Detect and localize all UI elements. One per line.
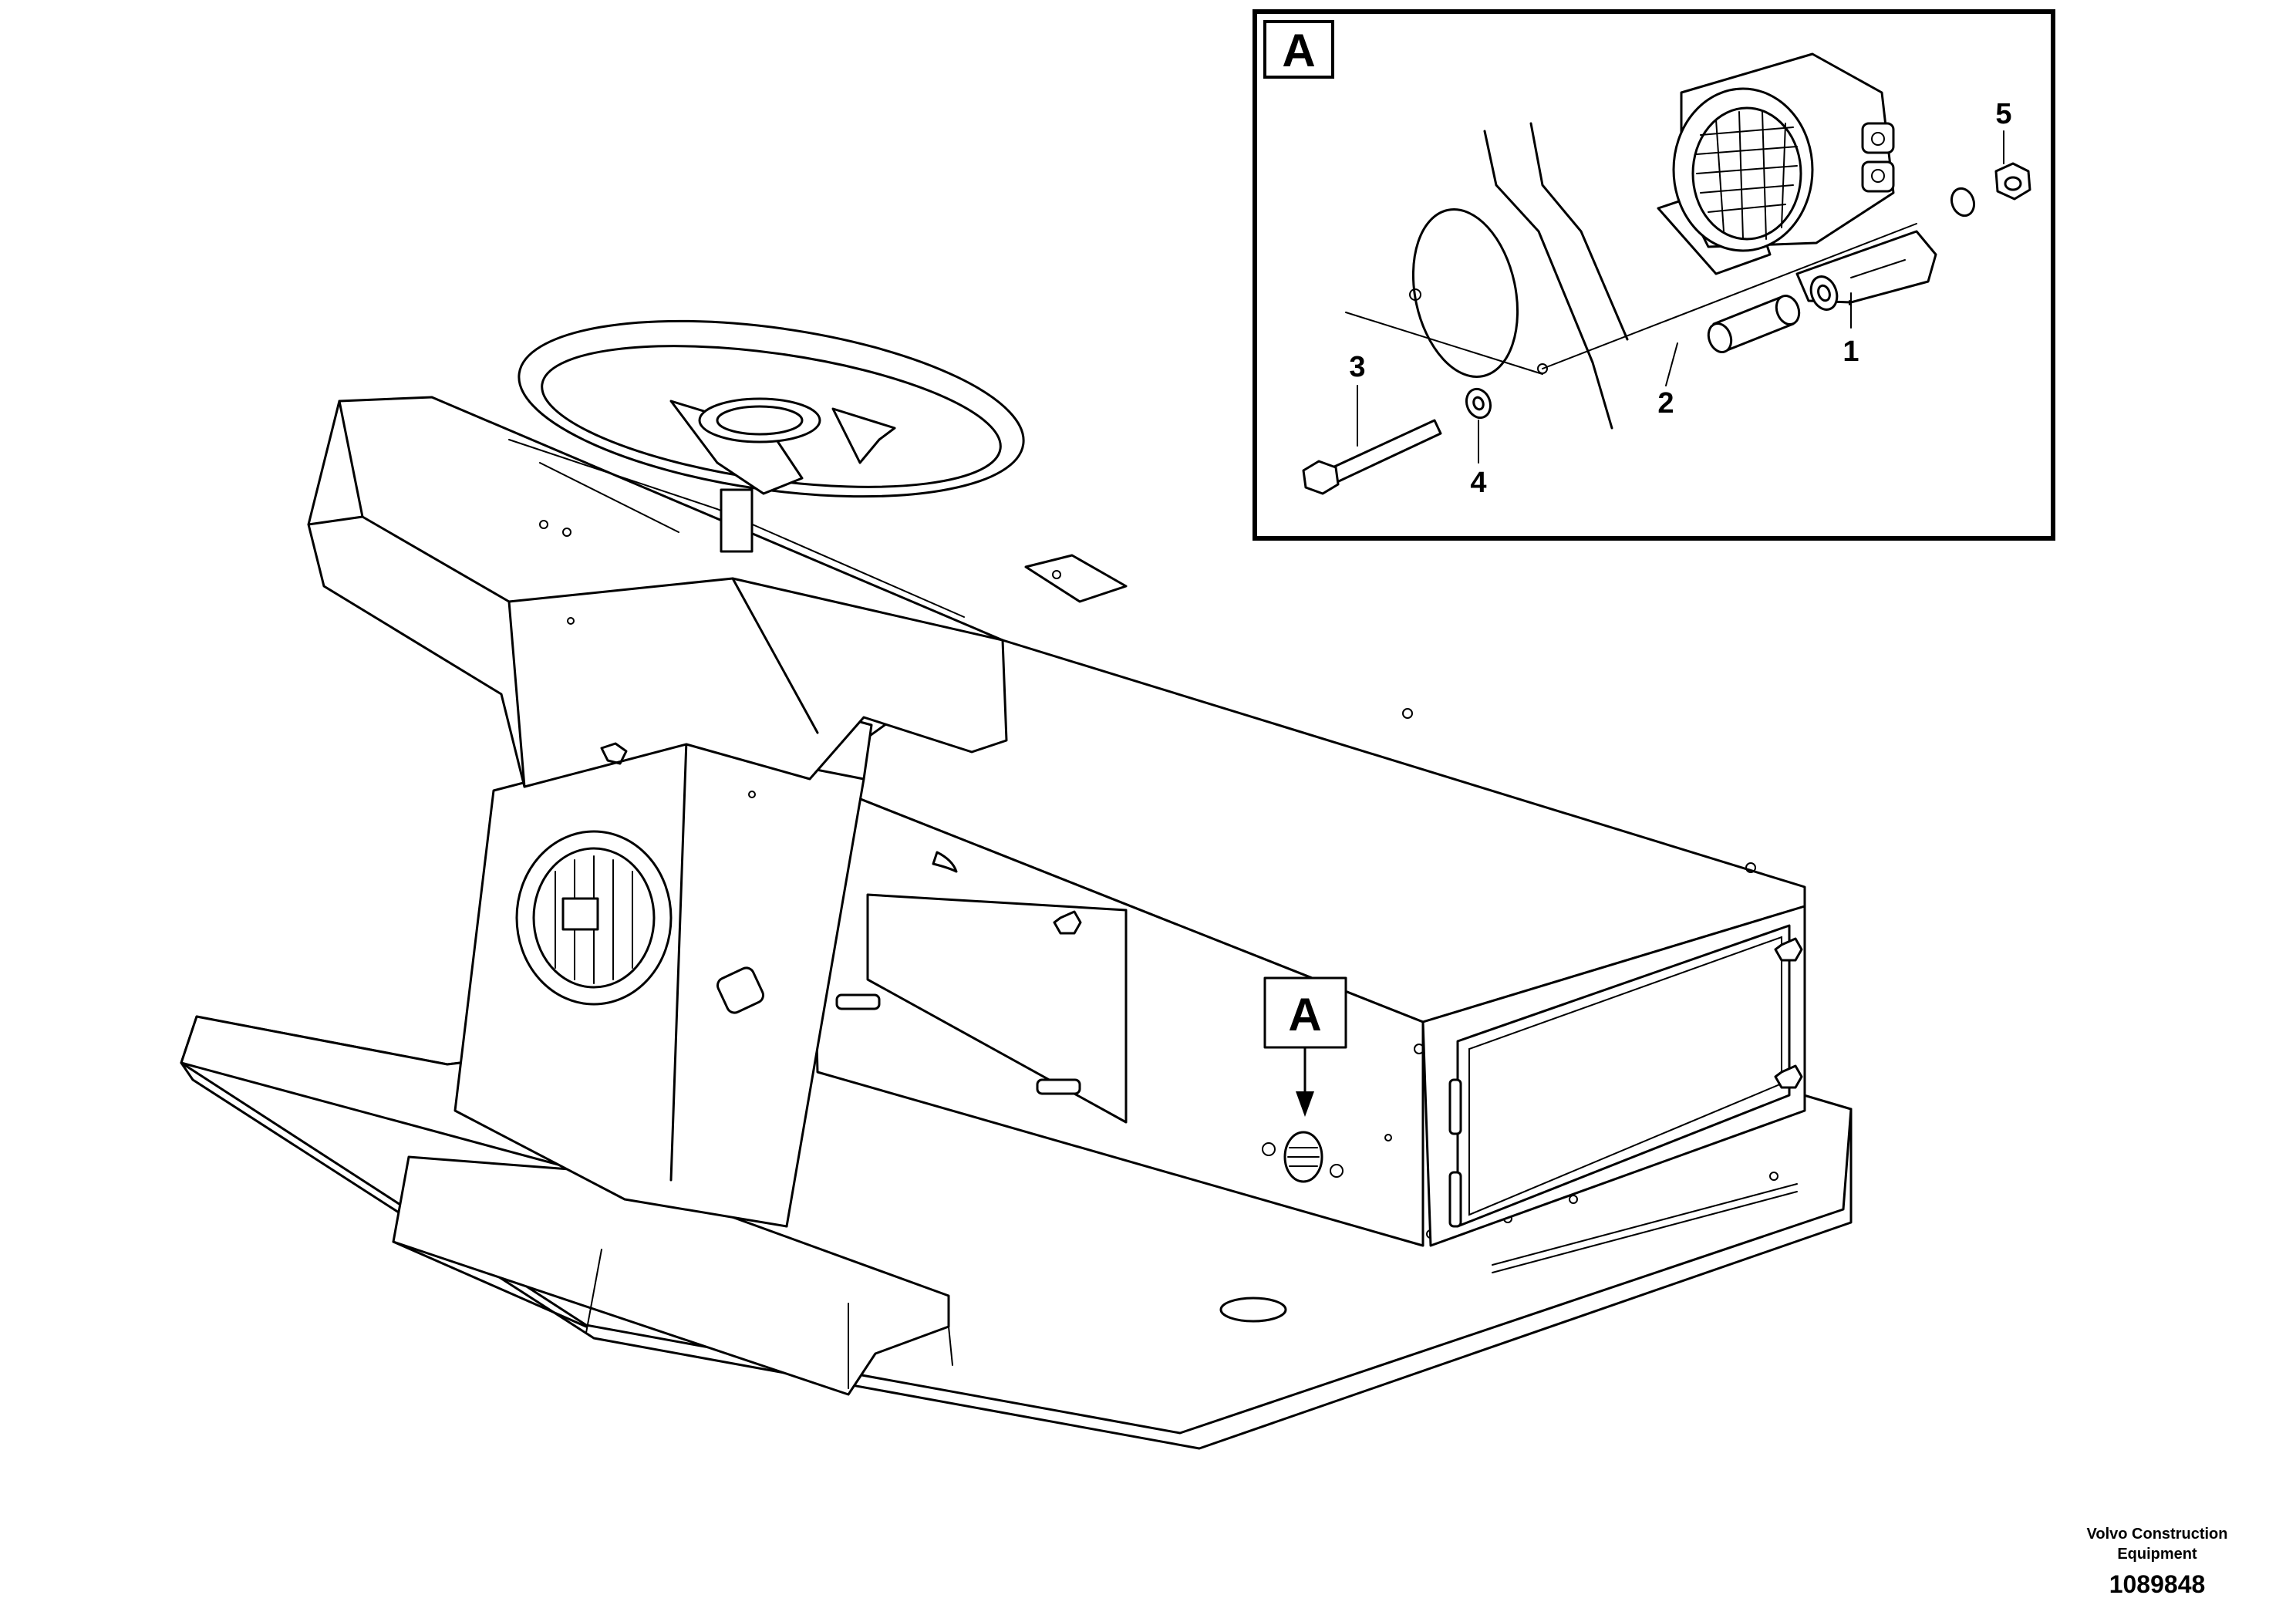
detail-view-label: A (1282, 25, 1315, 76)
main-assembly-view: A (180, 319, 1853, 1450)
dashboard-console (307, 396, 1008, 798)
washer-upper-icon (1809, 275, 1839, 311)
callout-5: 5 (1995, 98, 2011, 130)
location-marker-a: A (1263, 976, 1347, 1117)
detail-view-a: A (1253, 9, 2055, 541)
leader-line-2 (1665, 342, 1678, 386)
callout-3: 3 (1349, 351, 1365, 383)
electrical-box (808, 554, 1806, 1247)
bolt-icon (1302, 419, 1442, 495)
backup-alarm-icon (1657, 52, 1937, 304)
callout-1: 1 (1843, 336, 1859, 368)
washer-icon (1465, 387, 1492, 420)
figure-id: 1089848 (2109, 1570, 2206, 1598)
spacer-sleeve-icon (1707, 295, 1801, 353)
location-marker-label: A (1288, 989, 1321, 1040)
steering-wheel-icon (518, 319, 1025, 553)
company-name: Volvo Construction Equipment (2086, 1526, 2228, 1563)
callout-4: 4 (1470, 467, 1486, 499)
detail-label-box (1263, 20, 1334, 79)
nut-icon (1994, 162, 2031, 201)
callout-2: 2 (1657, 387, 1674, 420)
arrow-down-icon (1296, 1091, 1314, 1117)
